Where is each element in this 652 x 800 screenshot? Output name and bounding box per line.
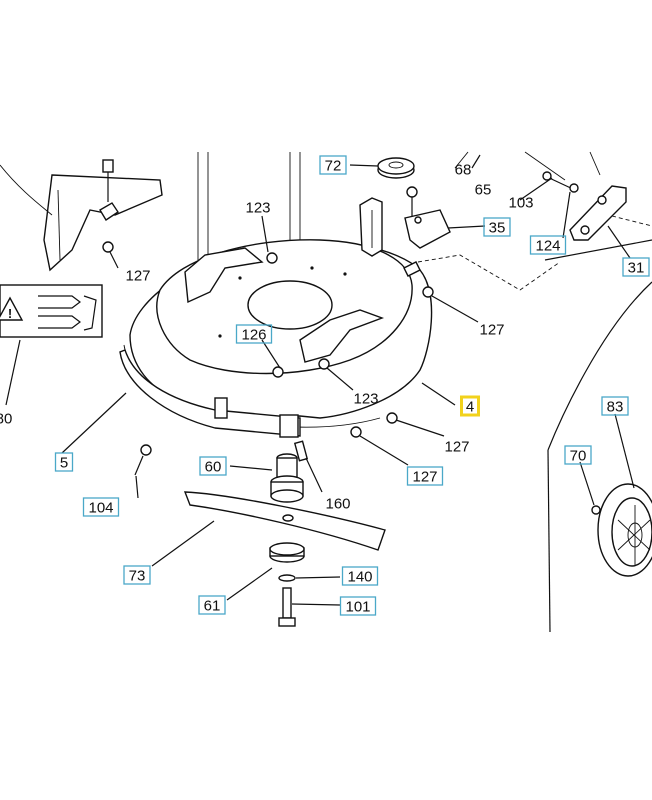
callout-number: 35: [489, 220, 506, 237]
callout-box: [339, 596, 377, 616]
callout-number: 127: [125, 268, 150, 285]
callout-number: 123: [353, 391, 378, 408]
callout-l123b: 123: [353, 391, 378, 408]
callout-number: 104: [88, 500, 113, 517]
spindle-assembly: [134, 440, 386, 627]
callout-box: [82, 497, 120, 517]
callout-number: 4: [466, 399, 474, 416]
callout-number: 124: [535, 238, 560, 255]
callout-l5: 5: [54, 452, 74, 472]
callout-l70: 70: [564, 445, 592, 465]
callout-box: [319, 155, 347, 175]
callout-l68: 68: [455, 162, 472, 179]
callout-box: [406, 466, 444, 486]
callout-l127d: 127: [406, 466, 444, 486]
callout-number: 80: [0, 411, 12, 428]
callout-box: [622, 257, 650, 277]
pulley: [377, 157, 415, 179]
mower-deck: [119, 239, 434, 438]
callout-number: 127: [444, 439, 469, 456]
callout-l65: 65: [475, 182, 492, 199]
callout-number: 65: [475, 182, 492, 199]
callout-number: 127: [479, 322, 504, 339]
callout-number: 160: [325, 496, 350, 513]
callout-l83: 83: [601, 396, 629, 416]
callout-l104: 104: [82, 497, 120, 517]
callout-number: 140: [347, 569, 372, 586]
callout-number: 61: [204, 598, 221, 615]
callout-box: [483, 217, 511, 237]
callout-l31: 31: [622, 257, 650, 277]
callout-number: 31: [628, 260, 645, 277]
callout-l60: 60: [199, 456, 227, 476]
callout-number: 101: [345, 599, 370, 616]
callout-number: 103: [508, 195, 533, 212]
callout-number: 83: [607, 399, 624, 416]
callout-box: [341, 566, 379, 586]
height-adjuster: [359, 151, 652, 257]
callout-box: [123, 565, 151, 585]
callout-number: 73: [129, 568, 146, 585]
callout-box: [529, 235, 567, 255]
callout-box: [564, 445, 592, 465]
callout-number: 123: [245, 200, 270, 217]
callout-number: 5: [60, 455, 68, 472]
callout-box: [601, 396, 629, 416]
callout-l127a: 127: [125, 268, 150, 285]
warning-sign: !: [0, 284, 103, 338]
callout-l123a: 123: [245, 200, 270, 217]
callout-box: [460, 395, 480, 417]
callout-number: 127: [412, 469, 437, 486]
warning-triangle-icon: !: [0, 296, 24, 321]
callout-l73: 73: [123, 565, 151, 585]
blade-hazard-icon: [38, 295, 97, 331]
callout-l103: 103: [508, 195, 533, 212]
callout-l160: 160: [325, 496, 350, 513]
frame-lines: [197, 151, 652, 633]
callout-l101: 101: [339, 596, 377, 616]
callout-number: 68: [455, 162, 472, 179]
leader-lines: [5, 154, 635, 606]
callout-l127c: 127: [444, 439, 469, 456]
callout-box: [199, 456, 227, 476]
callout-l124: 124: [529, 235, 567, 255]
callout-box: [235, 324, 273, 344]
callout-l72: 72: [319, 155, 347, 175]
wheel: [591, 483, 652, 577]
callout-l140: 140: [341, 566, 379, 586]
callout-l61: 61: [198, 595, 226, 615]
callout-l4: 4: [460, 395, 480, 417]
callout-l35: 35: [483, 217, 511, 237]
callout-l126: 126: [235, 324, 273, 344]
svg-text:!: !: [8, 306, 12, 321]
callout-number: 70: [570, 448, 587, 465]
callout-box: [198, 595, 226, 615]
callout-number: 72: [325, 158, 342, 175]
handle-bracket: [0, 159, 163, 272]
callout-l80: 80: [0, 411, 12, 428]
callout-l127b: 127: [479, 322, 504, 339]
callout-number: 126: [241, 327, 266, 344]
callout-number: 60: [205, 459, 222, 476]
callout-box: [54, 452, 74, 472]
